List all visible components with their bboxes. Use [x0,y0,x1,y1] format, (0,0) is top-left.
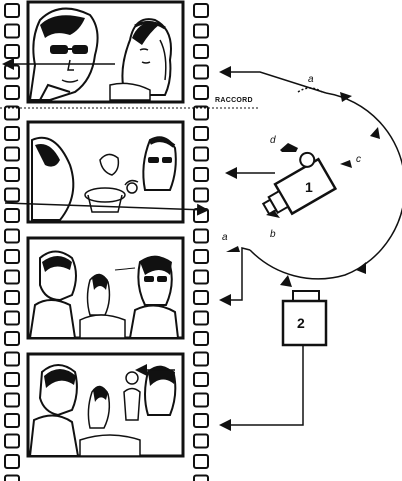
sprocket-hole [4,126,20,141]
camera-arc [249,92,402,280]
sprocket-hole [193,126,209,141]
sprocket-hole [4,474,20,481]
sprocket-hole [4,208,20,223]
sprocket-hole [193,208,209,223]
sprocket-hole [4,167,20,182]
label-raccord: RACCORD [215,97,253,104]
sprocket-hole [193,290,209,305]
sprocket-hole [4,392,20,408]
position-marker-b [266,210,280,218]
sprocket-hole [193,351,209,367]
sprocket-hole [4,290,20,305]
frame-3 [26,236,185,340]
sprocket-hole [4,146,20,162]
sprocket-hole [4,3,20,18]
sprocket-hole [193,23,209,39]
connector-line [219,247,251,306]
sprocket-hole [193,167,209,182]
sprocket-hole [193,44,209,59]
sprocket-hole [193,105,209,121]
arrow-icon [340,92,352,102]
sprocket-hole [4,372,20,387]
sprocket-hole [193,331,209,346]
arrow-icon [370,127,380,139]
sprocket-hole [4,454,20,469]
sprocket-holes-right [193,3,209,481]
label-b: b [270,229,276,240]
camera-1-number: 1 [305,179,313,195]
position-marker-d [280,143,298,152]
camera-2-number: 2 [297,315,305,331]
sprocket-hole [193,413,209,428]
position-marker-a [297,87,323,93]
sprocket-hole [193,392,209,408]
frame-4 [26,352,185,458]
label-c: c [356,154,361,165]
sprocket-hole [4,23,20,39]
sprocket-hole [193,187,209,203]
sprocket-hole [4,105,20,121]
sprocket-hole [193,474,209,481]
sprocket-hole [193,372,209,387]
sprocket-hole [193,269,209,285]
camera-1-icon [261,151,338,216]
sprocket-hole [4,310,20,326]
sprocket-holes-left [4,3,20,481]
sprocket-hole [4,433,20,449]
sprocket-hole [193,310,209,326]
label-d: d [270,135,276,146]
arrow-icon [280,275,292,287]
sprocket-hole [4,269,20,285]
label-a-top: a [308,74,314,85]
connector-line [219,345,304,431]
camera-2-icon [281,290,328,347]
sprocket-hole [4,44,20,59]
sprocket-hole [4,351,20,367]
arrow-icon [356,262,366,274]
sprocket-hole [4,85,20,100]
sprocket-hole [193,454,209,469]
sprocket-hole [4,187,20,203]
frame-2 [26,120,185,224]
sprocket-hole [4,413,20,428]
sprocket-hole [193,228,209,244]
sprocket-hole [193,64,209,80]
sprocket-hole [193,249,209,264]
connector-line [219,66,327,94]
label-a-left: a [222,232,228,243]
arrow-icon [4,202,209,216]
position-marker-c [340,160,352,168]
sprocket-hole [4,228,20,244]
sprocket-hole [193,85,209,100]
sprocket-hole [4,64,20,80]
sprocket-hole [193,433,209,449]
sprocket-hole [193,146,209,162]
sprocket-hole [4,249,20,264]
position-marker-a2 [226,246,240,252]
sprocket-hole [193,3,209,18]
frame-1 [26,0,185,104]
sprocket-hole [4,331,20,346]
